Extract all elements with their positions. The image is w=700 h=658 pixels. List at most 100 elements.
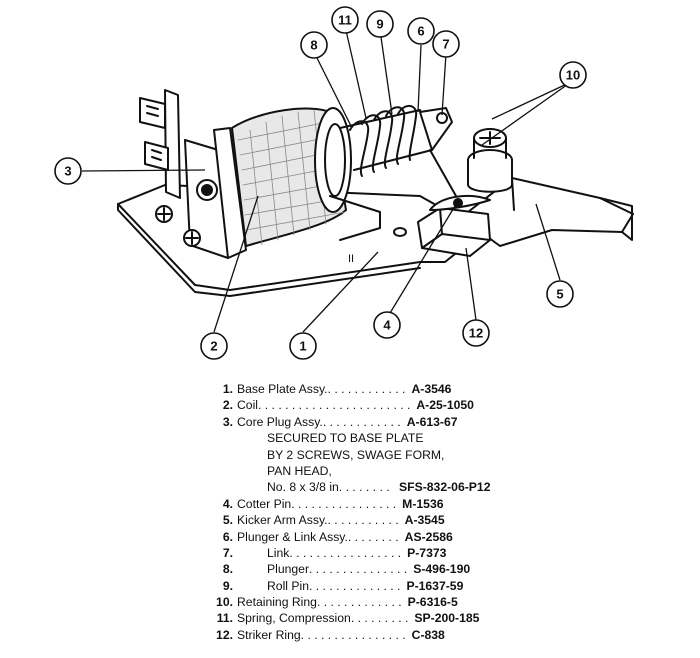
leader-dots: . . . . . . . . . . . . . . . . xyxy=(300,627,406,642)
kicker-assembly-diagram: II 1 2 3 4 5 6 7 8 xyxy=(54,6,634,360)
leader-dots: . . . . . . . . . . . . . . xyxy=(309,578,401,593)
leader-dots: . . . . . . . . . . . xyxy=(327,513,399,528)
part-number: 4. xyxy=(222,496,233,511)
callout-7: 7 xyxy=(442,37,449,52)
core-plug-note-line-2: BY 2 SCREWS, SWAGE FORM, xyxy=(267,447,445,462)
leader-dots: . . . . . . . . . xyxy=(350,611,409,626)
leader-dots: . . . . . . . . xyxy=(347,529,399,544)
parts-list: 1. Base Plate Assy. . . . . . . . . . . … xyxy=(205,381,625,643)
part-code: P-7373 xyxy=(407,545,447,560)
part-code: S-496-190 xyxy=(413,562,471,577)
leader-dots: . . . . . . . . . . . . xyxy=(327,382,406,396)
part-number: 1. xyxy=(222,382,233,396)
screw-spec: No. 8 x 3/8 in. xyxy=(267,480,343,495)
part-row-7: 7. Link . . . . . . . . . . . . . . . . … xyxy=(205,545,625,561)
part-code: A-3545 xyxy=(404,513,445,528)
leader-dots: . . . . . . . xyxy=(345,480,390,495)
leader-dots: . . . . . . . . . . . . xyxy=(322,414,401,429)
part-description: Roll Pin xyxy=(267,578,309,593)
callout-6: 6 xyxy=(417,24,424,39)
part-description: Coil xyxy=(237,398,258,413)
callout-9: 9 xyxy=(376,17,383,32)
part-code: SP-200-185 xyxy=(414,611,480,626)
part-row-11: 11. Spring, Compression . . . . . . . . … xyxy=(205,610,625,626)
part-number: 10. xyxy=(216,595,233,610)
part-number: 2. xyxy=(222,398,233,413)
callout-10: 10 xyxy=(566,68,580,83)
part-number: 8. xyxy=(222,562,233,577)
part-description: Striker Ring xyxy=(237,627,301,642)
callout-circle-10 xyxy=(559,61,587,89)
callout-circle-6 xyxy=(407,17,435,45)
part-row-12: 12. Striker Ring . . . . . . . . . . . .… xyxy=(205,627,625,643)
part-description: Plunger & Link Assy. xyxy=(237,529,348,544)
part-number: 5. xyxy=(222,513,233,528)
callout-circle-12 xyxy=(462,319,490,347)
leader-dots: . . . . . . . . . . . . . . . . . xyxy=(289,545,402,560)
leader-dots: . . . . . . . . . . . . . . . . . . . . … xyxy=(258,398,411,413)
callout-3: 3 xyxy=(64,164,71,179)
part-number: 12. xyxy=(216,627,233,642)
terminal-lower xyxy=(144,141,169,171)
part-row-4: 4. Cotter Pin . . . . . . . . . . . . . … xyxy=(205,496,625,512)
callout-4: 4 xyxy=(383,318,391,333)
part-row-1: 1. Base Plate Assy. . . . . . . . . . . … xyxy=(205,381,625,397)
part-row-10: 10. Retaining Ring . . . . . . . . . . .… xyxy=(205,594,625,610)
core-plug-note-line-3: PAN HEAD, xyxy=(267,463,332,478)
leader-dots: . . . . . . . . . . . . . xyxy=(316,595,402,610)
callout-5: 5 xyxy=(556,287,563,302)
coil-bracket xyxy=(164,89,181,199)
callout-circle-2 xyxy=(200,332,228,360)
callout-11: 11 xyxy=(338,13,352,28)
callout-circle-3 xyxy=(54,157,82,185)
callout-circle-7 xyxy=(432,30,460,58)
part-code: P-1637-59 xyxy=(406,578,464,593)
coil-flange xyxy=(213,127,247,259)
callout-2: 2 xyxy=(210,339,217,354)
part-description: Cotter Pin xyxy=(237,496,292,511)
leader-dots: . . . . . . . . . . . . . . . xyxy=(309,562,408,577)
part-description: Spring, Compression xyxy=(237,611,351,626)
callout-8: 8 xyxy=(310,38,317,53)
callout-circle-4 xyxy=(373,311,401,339)
part-row-3: 3. Core Plug Assy. . . . . . . . . . . .… xyxy=(205,414,625,430)
part-row-2: 2. Coil . . . . . . . . . . . . . . . . … xyxy=(205,397,625,413)
link xyxy=(419,107,453,151)
terminal-upper xyxy=(139,97,166,129)
callout-circle-1 xyxy=(289,332,317,360)
part-code: M-1536 xyxy=(402,496,444,511)
part-description: Retaining Ring xyxy=(237,595,317,610)
part-code: A-25-1050 xyxy=(416,398,474,413)
screw-code: SFS-832-06-P12 xyxy=(399,480,491,495)
part-description: Link xyxy=(267,545,290,560)
part-code: C-838 xyxy=(411,627,445,642)
plate-marking: II xyxy=(348,253,354,265)
part-code: AS-2586 xyxy=(404,529,453,544)
core-plug-note-line-4: No. 8 x 3/8 in. . . . . . . . SFS-832-06… xyxy=(205,479,625,495)
core-plug-note-line-1: SECURED TO BASE PLATE xyxy=(267,431,424,446)
plunger xyxy=(339,109,433,171)
part-number: 11. xyxy=(216,611,233,626)
part-number: 6. xyxy=(222,529,233,544)
part-description: Base Plate Assy. xyxy=(237,382,328,396)
part-code: P-6316-5 xyxy=(407,595,458,610)
callout-circle-5 xyxy=(546,280,574,308)
part-number: 7. xyxy=(222,545,233,560)
part-description: Core Plug Assy. xyxy=(237,414,323,429)
part-code: A-3546 xyxy=(411,382,452,396)
leader-dots: . . . . . . . . . . . . . . . . xyxy=(291,496,397,511)
part-number: 9. xyxy=(222,578,233,593)
callout-12: 12 xyxy=(469,326,483,341)
callout-circle-9 xyxy=(366,10,394,38)
part-number: 3. xyxy=(222,414,233,429)
part-description: Plunger xyxy=(267,562,310,577)
part-row-8: 8. Plunger . . . . . . . . . . . . . . .… xyxy=(205,561,625,577)
part-description: Kicker Arm Assy. xyxy=(237,513,328,528)
compression-spring xyxy=(349,105,418,177)
part-row-5: 5. Kicker Arm Assy. . . . . . . . . . . … xyxy=(205,512,625,528)
part-row-9: 9. Roll Pin . . . . . . . . . . . . . . … xyxy=(205,578,625,594)
part-code: A-613-67 xyxy=(406,414,458,429)
callout-1: 1 xyxy=(299,339,306,354)
part-row-6: 6. Plunger & Link Assy. . . . . . . . . … xyxy=(205,529,625,545)
callout-circle-8 xyxy=(300,31,328,59)
